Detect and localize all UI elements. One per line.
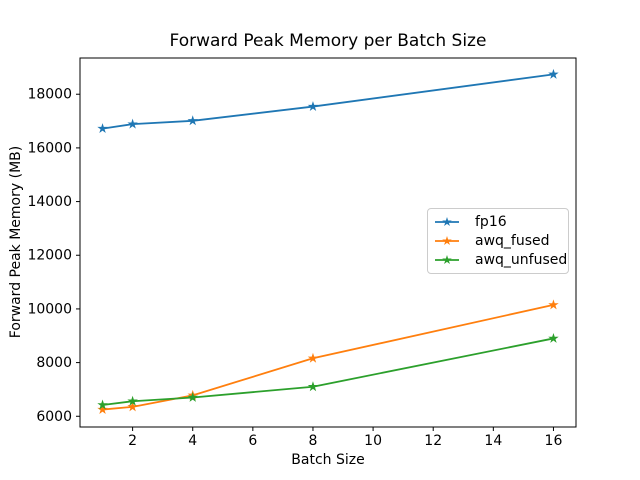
y-tick-label: 18000 bbox=[27, 87, 72, 103]
x-tick-label: 8 bbox=[309, 433, 318, 449]
legend-item: awq_fused bbox=[428, 231, 568, 250]
y-tick-label: 10000 bbox=[27, 301, 72, 317]
star-marker-icon bbox=[127, 395, 138, 406]
series-line-fp16 bbox=[101, 73, 555, 130]
x-tick-label: 2 bbox=[128, 433, 137, 449]
star-marker-icon bbox=[442, 255, 452, 265]
star-marker-icon bbox=[548, 332, 559, 343]
legend-line-sample bbox=[435, 216, 459, 226]
legend-line-sample bbox=[435, 235, 459, 246]
y-tick-label: 14000 bbox=[27, 194, 72, 210]
x-tick-label: 4 bbox=[188, 433, 197, 449]
legend-item: fp16 bbox=[428, 212, 568, 231]
series-line-awq_fused bbox=[101, 303, 555, 411]
x-tick-label: 6 bbox=[248, 433, 257, 449]
star-marker-icon bbox=[97, 123, 108, 134]
star-marker-icon bbox=[307, 101, 319, 112]
x-axis-label: Batch Size bbox=[291, 452, 364, 468]
star-marker-icon bbox=[127, 401, 138, 412]
star-marker-icon bbox=[97, 404, 108, 415]
y-tick-label: 8000 bbox=[36, 355, 72, 371]
y-tick-label: 12000 bbox=[27, 248, 72, 264]
x-tick-label: 12 bbox=[424, 433, 442, 449]
series-line-awq_unfused bbox=[101, 337, 555, 406]
star-marker-icon bbox=[442, 235, 452, 246]
star-marker-icon bbox=[97, 399, 108, 410]
y-axis-label: Forward Peak Memory (MB) bbox=[8, 146, 24, 338]
legend-item: awq_unfused bbox=[428, 251, 568, 270]
legend-item-label: awq_fused bbox=[475, 232, 550, 249]
legend: fp16 awq_fused awq_unfused bbox=[427, 208, 569, 274]
x-tick-label: 16 bbox=[545, 433, 563, 449]
star-marker-icon bbox=[548, 68, 559, 79]
legend-line-sample bbox=[435, 255, 459, 265]
star-marker-icon bbox=[548, 299, 559, 310]
x-tick-label: 10 bbox=[364, 433, 382, 449]
star-marker-icon bbox=[307, 381, 319, 392]
star-marker-icon bbox=[127, 118, 138, 129]
x-tick-label: 14 bbox=[484, 433, 502, 449]
axes-spines bbox=[79, 57, 577, 428]
y-tick-label: 16000 bbox=[27, 140, 72, 156]
y-tick-label: 6000 bbox=[36, 409, 72, 425]
star-marker-icon bbox=[187, 391, 198, 402]
star-marker-icon bbox=[187, 115, 198, 126]
star-marker-icon bbox=[307, 352, 319, 363]
chart-title: Forward Peak Memory per Batch Size bbox=[170, 31, 487, 51]
legend-item-label: fp16 bbox=[475, 213, 507, 230]
plot-area: 2 4 6 8 10 12 14 16 6000 8000 10000 12000 14000 16000… bbox=[27, 57, 577, 449]
legend-item-label: awq_unfused bbox=[475, 252, 568, 269]
star-marker-icon bbox=[442, 216, 452, 226]
